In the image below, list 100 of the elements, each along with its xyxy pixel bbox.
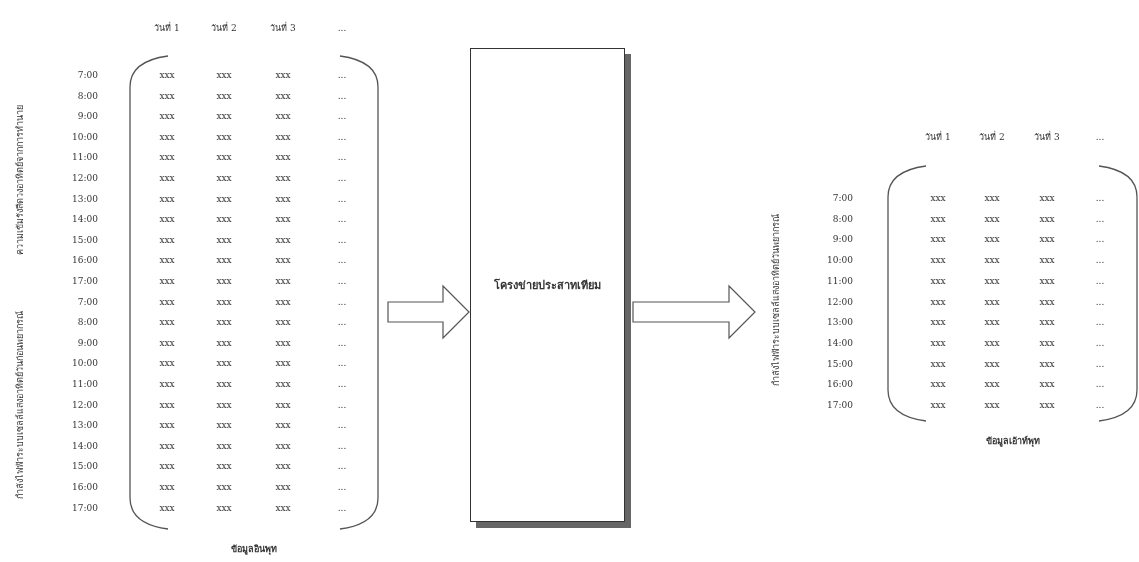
table-cell: xxx [984, 358, 1000, 369]
table-cell: xxx [216, 234, 232, 245]
table-cell: xxx [216, 276, 232, 286]
table-cell: xxx [159, 358, 175, 369]
table-cell: xxx [216, 296, 232, 307]
table-cell: xxx [275, 440, 291, 451]
column-header: ... [337, 23, 347, 33]
table-cell: xxx [275, 173, 291, 183]
table-cell: ... [1095, 275, 1105, 286]
table-cell: ... [1095, 296, 1105, 307]
table-cell: ... [337, 214, 347, 225]
table-cell: xxx [930, 358, 946, 369]
row-label: 11:00 [72, 152, 98, 163]
table-cell: ... [1095, 213, 1105, 224]
matrix-caption: ข้อมูลอินพุท [231, 543, 277, 556]
row-label: 13:00 [827, 317, 853, 328]
table-cell: xxx [159, 214, 175, 225]
table-cell: xxx [930, 379, 946, 390]
matrix-caption: ข้อมูลเอ้าท์พุท [985, 434, 1040, 448]
table-cell: ... [337, 70, 347, 80]
table-cell: xxx [216, 317, 232, 328]
table-cell: xxx [275, 152, 291, 163]
table-cell: xxx [159, 317, 175, 328]
row-label: 7:00 [77, 70, 98, 80]
table-cell: ... [337, 440, 347, 451]
row-label: 14:00 [72, 214, 98, 225]
table-cell: xxx [216, 152, 232, 163]
table-cell: ... [337, 420, 347, 431]
row-label: 8:00 [77, 317, 98, 328]
table-cell: xxx [216, 482, 232, 492]
table-cell: xxx [216, 70, 232, 80]
table-cell: xxx [159, 152, 175, 163]
table-cell: ... [337, 337, 347, 348]
table-cell: xxx [1039, 317, 1055, 328]
row-label: 13:00 [72, 420, 98, 431]
table-cell: xxx [930, 400, 946, 410]
table-cell: ... [1095, 255, 1105, 266]
table-cell: ... [337, 193, 347, 204]
table-cell: xxx [216, 111, 232, 122]
table-cell: xxx [275, 193, 291, 204]
row-label: 11:00 [827, 275, 853, 286]
table-cell: xxx [159, 420, 175, 431]
table-cell: ... [337, 111, 347, 122]
row-label: 8:00 [77, 90, 98, 101]
table-cell: xxx [275, 131, 291, 142]
table-cell: xxx [216, 90, 232, 101]
table-cell: xxx [216, 214, 232, 225]
table-cell: xxx [1039, 255, 1055, 266]
table-cell: xxx [216, 337, 232, 348]
row-label: 12:00 [72, 399, 98, 410]
table-cell: xxx [159, 193, 175, 204]
table-cell: xxx [984, 317, 1000, 328]
table-cell: xxx [216, 502, 232, 513]
table-cell: xxx [216, 255, 232, 266]
table-cell: xxx [930, 234, 946, 245]
table-cell: xxx [275, 296, 291, 307]
table-cell: xxx [216, 379, 232, 389]
table-cell: xxx [159, 461, 175, 472]
column-header: ... [1095, 132, 1105, 142]
column-header: วันที่ 2 [211, 21, 237, 35]
table-cell: ... [1095, 358, 1105, 369]
table-cell: xxx [930, 275, 946, 286]
table-cell: xxx [216, 358, 232, 369]
row-label: 17:00 [72, 502, 98, 513]
table-cell: ... [337, 173, 347, 183]
table-cell: ... [1095, 234, 1105, 245]
row-label: 14:00 [827, 337, 853, 348]
table-cell: xxx [275, 420, 291, 431]
table-cell: xxx [159, 90, 175, 101]
table-cell: xxx [275, 317, 291, 328]
table-cell: xxx [984, 400, 1000, 410]
table-cell: xxx [984, 255, 1000, 266]
table-cell: xxx [216, 173, 232, 183]
table-cell: ... [337, 234, 347, 245]
table-cell: ... [337, 461, 347, 472]
table-cell: xxx [275, 358, 291, 369]
table-cell: xxx [216, 461, 232, 472]
table-cell: ... [337, 152, 347, 163]
table-cell: ... [1095, 337, 1105, 348]
table-cell: xxx [930, 255, 946, 266]
table-cell: xxx [1039, 193, 1055, 203]
table-cell: xxx [1039, 275, 1055, 286]
column-header: วันที่ 1 [154, 21, 180, 35]
table-cell: xxx [275, 70, 291, 80]
table-cell: xxx [275, 502, 291, 513]
table-cell: xxx [930, 193, 946, 203]
table-cell: xxx [984, 296, 1000, 307]
table-cell: ... [337, 90, 347, 101]
row-label: 9:00 [832, 234, 853, 245]
table-cell: xxx [275, 90, 291, 101]
table-cell: xxx [275, 214, 291, 225]
table-cell: xxx [275, 379, 291, 389]
table-cell: xxx [930, 296, 946, 307]
axis-label: ความเข้มรังสีดวงอาทิตย์จากการทำนาย [14, 105, 26, 255]
row-label: 15:00 [72, 461, 98, 472]
row-label: 10:00 [72, 131, 98, 142]
row-label: 11:00 [72, 379, 98, 389]
table-cell: xxx [1039, 400, 1055, 410]
table-cell: xxx [275, 111, 291, 122]
table-cell: xxx [275, 234, 291, 245]
